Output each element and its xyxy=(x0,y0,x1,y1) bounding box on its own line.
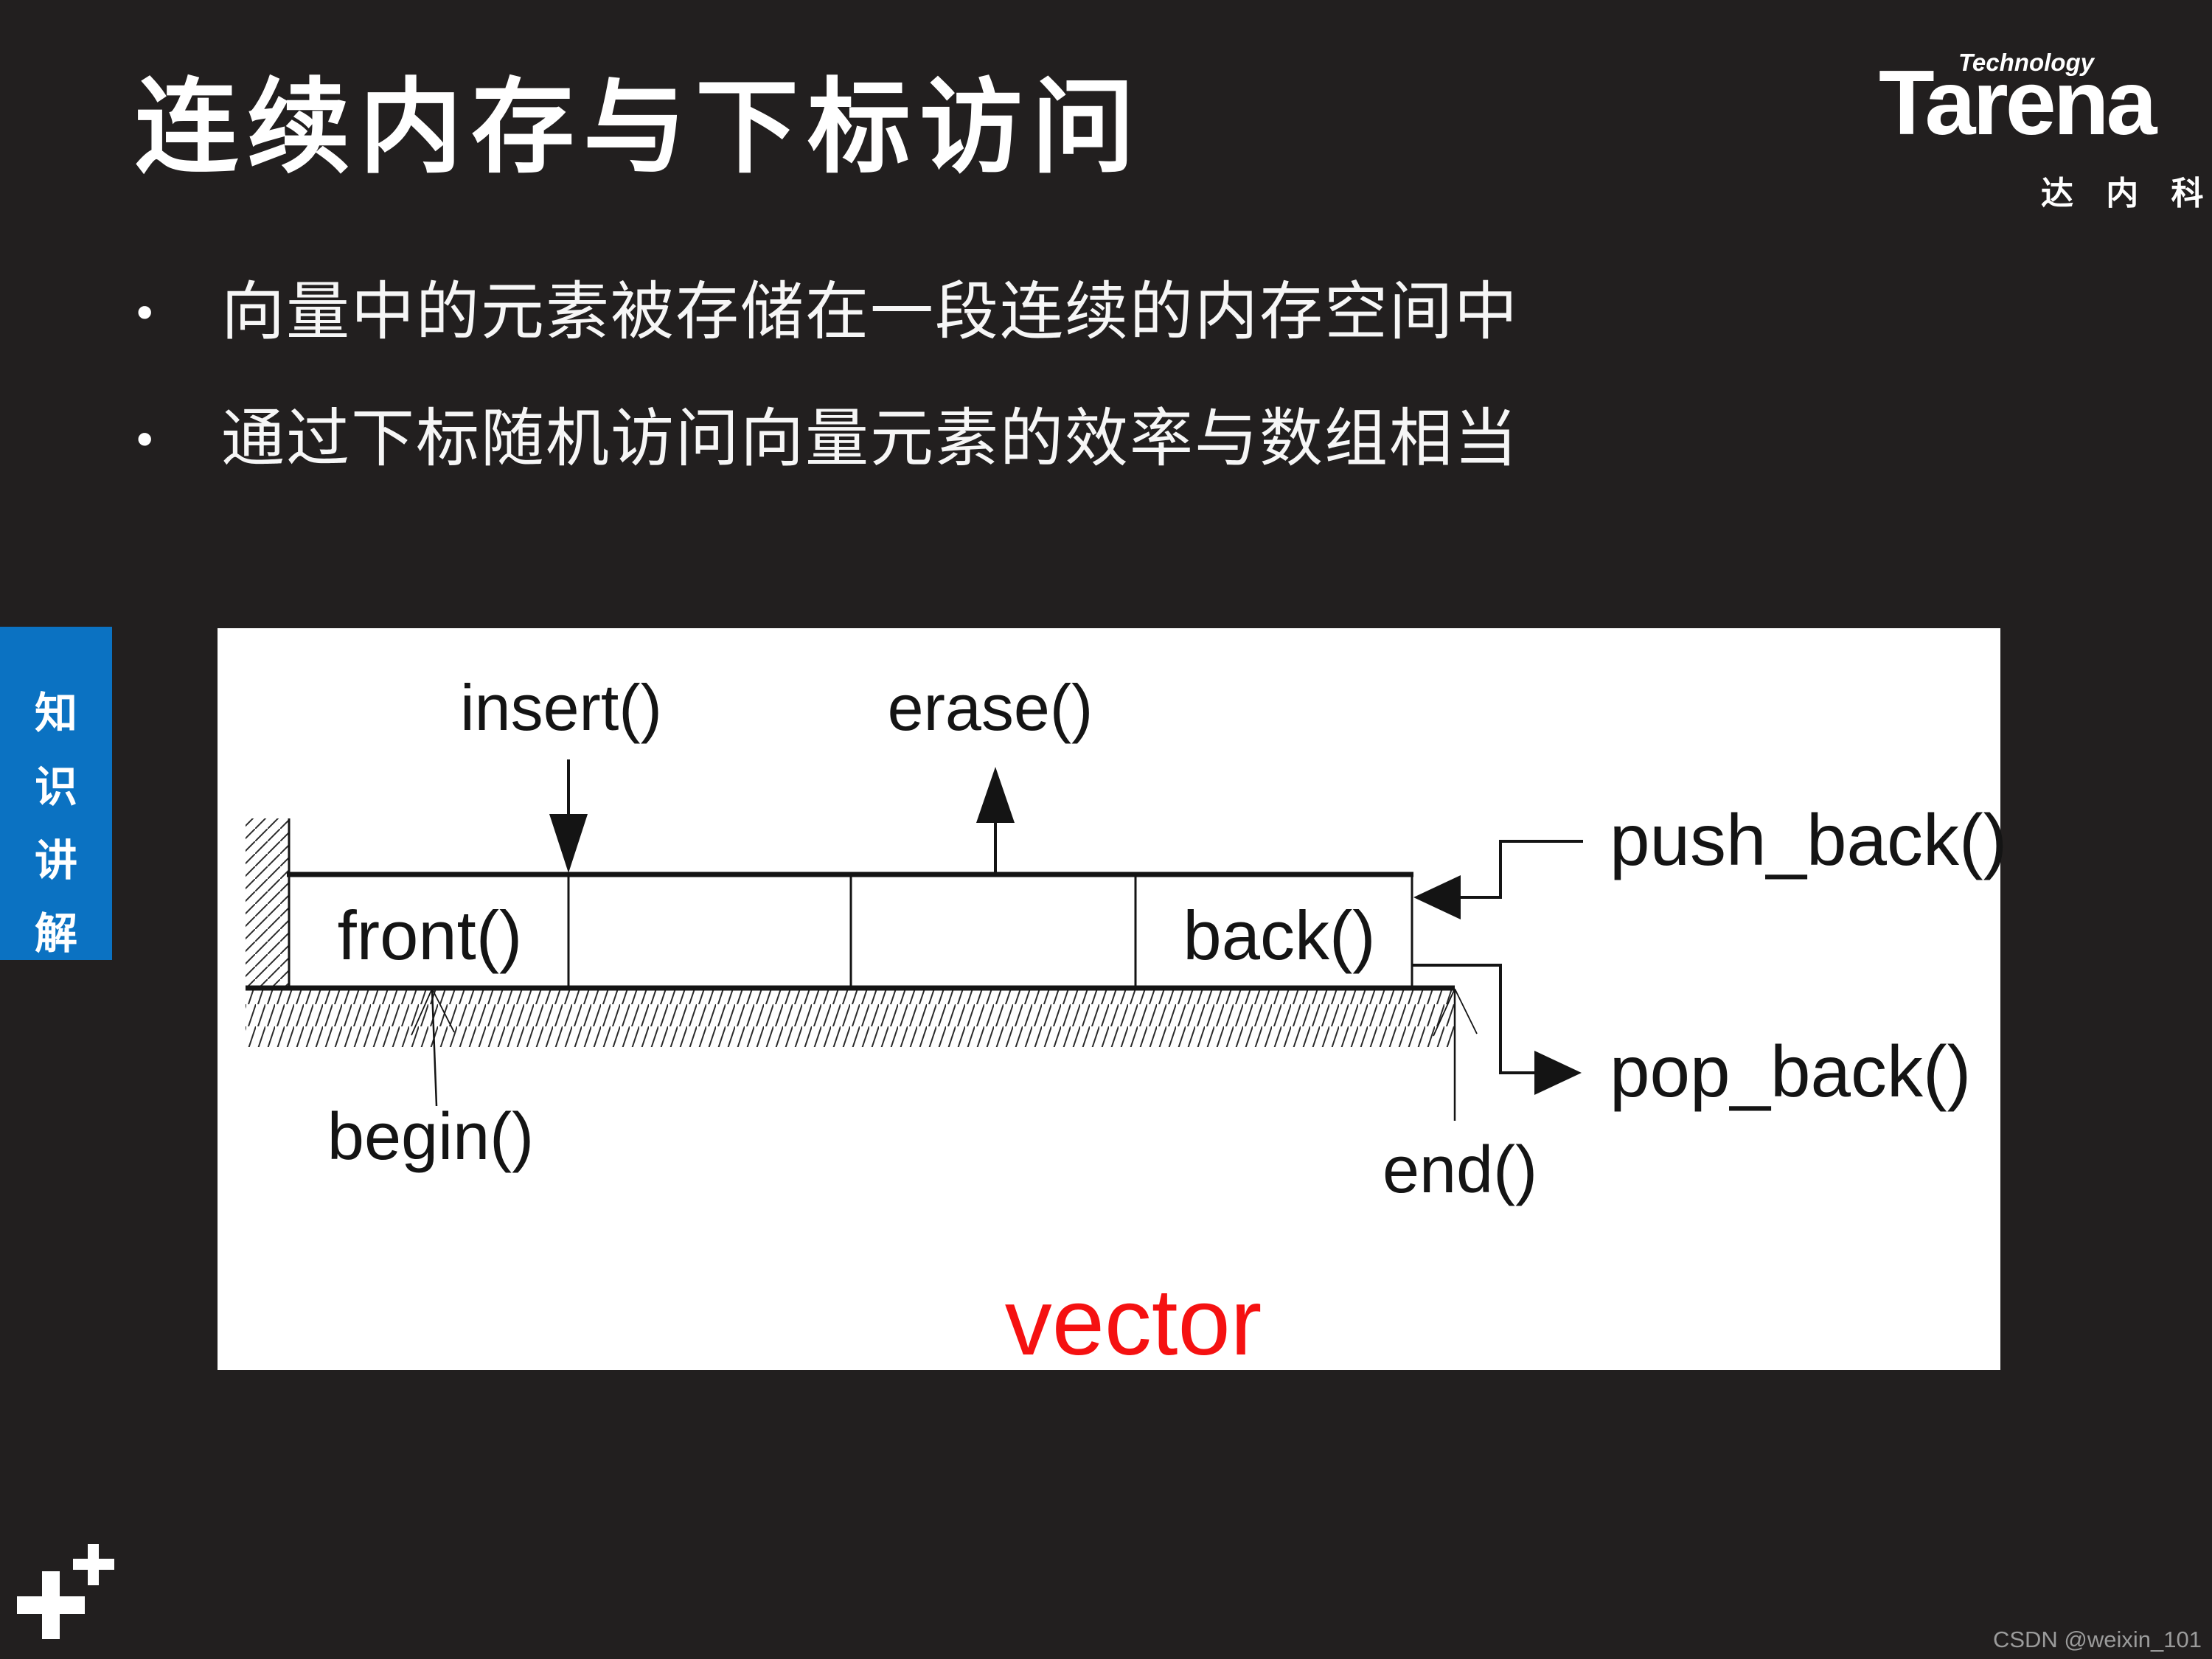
bullet-item: • 通过下标随机访问向量元素的效率与数组相当 xyxy=(136,398,1519,479)
begin-marker xyxy=(411,988,455,1107)
insert-arrow xyxy=(549,759,588,873)
erase-arrow xyxy=(976,767,1015,873)
brand-logo-chinese: 达 内 科 技 xyxy=(2041,175,2212,212)
label-begin: begin() xyxy=(327,1100,535,1174)
vector-memory-diagram: insert() erase() front() back() push_bac… xyxy=(218,628,2007,1375)
label-front: front() xyxy=(337,897,523,974)
brand-logo: Tarena xyxy=(1879,52,2157,154)
plus-icon xyxy=(17,1571,85,1639)
bullet-list: • 向量中的元素被存储在一段连续的内存空间中 • 通过下标随机访问向量元素的效率… xyxy=(136,271,1519,525)
watermark: CSDN @weixin_101 xyxy=(1992,1627,2202,1652)
label-push-back: push_back() xyxy=(1610,799,2008,880)
tab-label: 知识讲解 xyxy=(34,689,77,959)
bullet-icon: • xyxy=(136,285,153,338)
bullet-text: 向量中的元素被存储在一段连续的内存空间中 xyxy=(221,276,1519,347)
bullet-icon: • xyxy=(136,412,153,465)
label-insert: insert() xyxy=(460,671,662,744)
diagram-shapes xyxy=(246,759,1583,1121)
bullet-item: • 向量中的元素被存储在一段连续的内存空间中 xyxy=(136,271,1519,352)
wall-hatch xyxy=(246,818,289,990)
end-marker xyxy=(1433,988,1478,1121)
label-end: end() xyxy=(1382,1133,1538,1207)
plus-icon xyxy=(73,1544,114,1585)
label-back: back() xyxy=(1183,897,1376,974)
diagram-caption: vector xyxy=(1004,1270,1262,1375)
page-title: 连续内存与下标访问 xyxy=(135,69,1144,185)
tab-knowledge-explain[interactable]: 知识讲解 xyxy=(0,627,112,960)
bullet-text: 通过下标随机访问向量元素的效率与数组相当 xyxy=(221,403,1519,474)
logo-tagline: Technology xyxy=(1958,49,2094,76)
push-back-connector xyxy=(1413,840,1583,919)
label-erase: erase() xyxy=(887,671,1093,744)
pop-back-connector xyxy=(1413,964,1582,1095)
label-pop-back: pop_back() xyxy=(1610,1031,1972,1112)
